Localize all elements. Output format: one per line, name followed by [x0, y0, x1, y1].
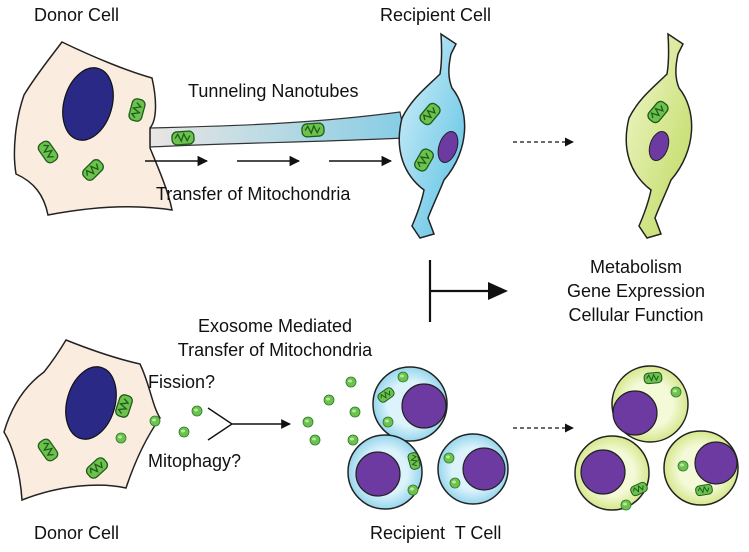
mitochondrion-icon	[643, 371, 663, 385]
vesicle-icon	[115, 432, 127, 444]
recipient-nucleus-top	[437, 131, 459, 163]
donor-nucleus-bottom	[65, 366, 117, 440]
vesicle-icon	[449, 477, 461, 489]
label-metabolism: Metabolism	[589, 257, 683, 277]
label-tunneling-nanotubes: Tunneling Nanotubes	[188, 81, 359, 101]
label-mitophagy: Mitophagy?	[148, 451, 242, 471]
merge-bracket	[207, 407, 234, 441]
label-fission: Fission?	[148, 372, 216, 392]
arrowhead-icon	[488, 282, 508, 300]
donor-nucleus-top	[62, 67, 114, 141]
vesicle-icon	[149, 415, 161, 427]
t-cell-nucleus	[694, 441, 738, 485]
label-donor-cell-bottom: Donor Cell	[34, 523, 120, 543]
vesicle-icon	[407, 484, 419, 496]
mitochondrion-icon	[170, 130, 196, 146]
vesicle-icon	[382, 416, 394, 428]
label-transfer: Transfer of Mitochondria	[156, 184, 351, 204]
label-gene-expression: Gene Expression	[566, 281, 706, 301]
vesicle-icon	[302, 416, 314, 428]
vesicle-icon	[345, 376, 357, 388]
vesicle-icon	[191, 405, 203, 417]
label-cellular-function: Cellular Function	[568, 305, 704, 325]
t-cell-nucleus	[462, 447, 506, 491]
t-cell-nucleus	[612, 390, 658, 436]
recipient-nucleus-result	[648, 130, 670, 162]
vesicle-icon	[670, 386, 682, 398]
t-cell-nucleus	[401, 383, 447, 429]
vesicle-icon	[349, 406, 361, 418]
vesicle-icon	[677, 460, 689, 472]
vesicle-icon	[620, 499, 632, 511]
label-exosome-mediated: Exosome Mediated	[197, 316, 353, 336]
vesicle-icon	[347, 434, 359, 446]
t-cell-nucleus	[580, 449, 626, 495]
vesicle-icon	[397, 371, 409, 383]
label-recipient-cell-top: Recipient Cell	[380, 5, 492, 25]
vesicle-icon	[443, 452, 455, 464]
label-recipient-t-cell: Recipient T Cell	[370, 523, 502, 543]
vesicle-icon	[309, 434, 321, 446]
recipient-cell-top	[398, 32, 466, 239]
mitochondrion-icon	[300, 122, 326, 138]
label-donor-cell-top: Donor Cell	[34, 5, 120, 25]
t-cell-nucleus	[355, 451, 401, 497]
vesicle-icon	[323, 394, 335, 406]
label-exosome-transfer: Transfer of Mitochondria	[177, 340, 373, 360]
vesicle-icon	[178, 426, 190, 438]
